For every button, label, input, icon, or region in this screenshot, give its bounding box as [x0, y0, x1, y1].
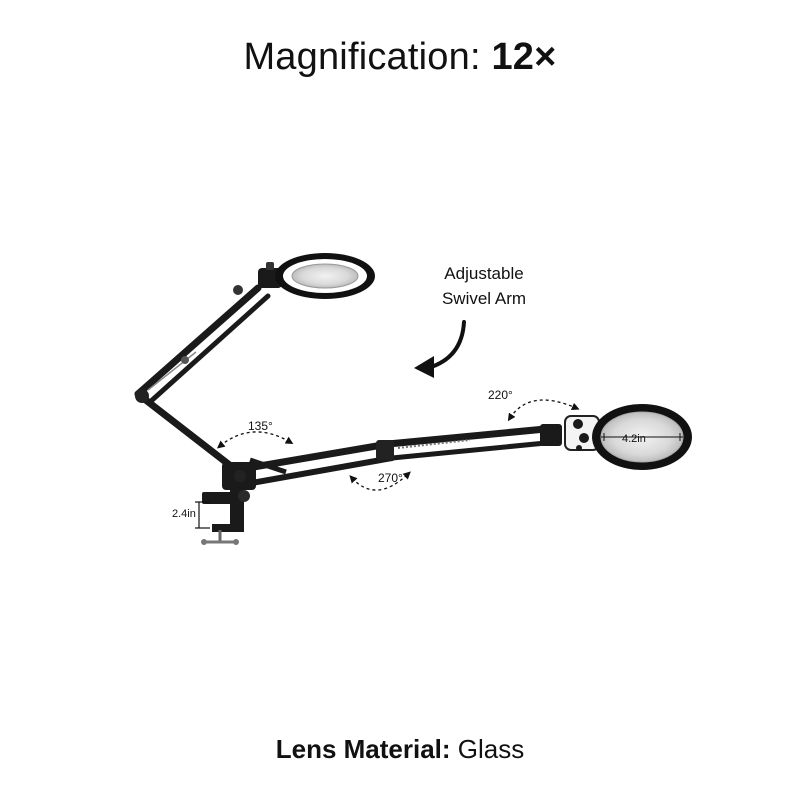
angle-135-label: 135° — [248, 419, 273, 433]
angle-135-arc — [216, 431, 294, 449]
folded-arm — [134, 284, 271, 481]
swivel-arm-callout-line1: Adjustable — [444, 264, 523, 283]
clamp-height-label: 2.4in — [172, 508, 196, 520]
angle-220-label: 220° — [488, 388, 513, 402]
magnification-value: 12× — [491, 36, 557, 78]
front-magnifier-head — [564, 404, 692, 470]
lens-material-value: Glass — [450, 734, 525, 764]
magnification-label: Magnification: — [243, 36, 492, 78]
clamp-height-dimension — [195, 501, 210, 529]
swivel-arm-callout-line2: Swivel Arm — [442, 289, 526, 308]
lens-diameter-label: 4.2in — [622, 433, 646, 445]
lens-material-footer: Lens Material: Glass — [0, 734, 800, 765]
angle-220-arc — [507, 399, 580, 422]
lens-material-label: Lens Material: — [275, 734, 451, 764]
upper-magnifier-head — [258, 253, 375, 299]
extended-arm — [232, 424, 562, 487]
desk-clamp — [201, 462, 256, 545]
angle-270-arc — [349, 471, 411, 491]
angle-270-label: 270° — [378, 471, 403, 485]
curved-arrow-icon — [414, 320, 466, 378]
magnification-heading: Magnification: 12× — [0, 36, 800, 79]
